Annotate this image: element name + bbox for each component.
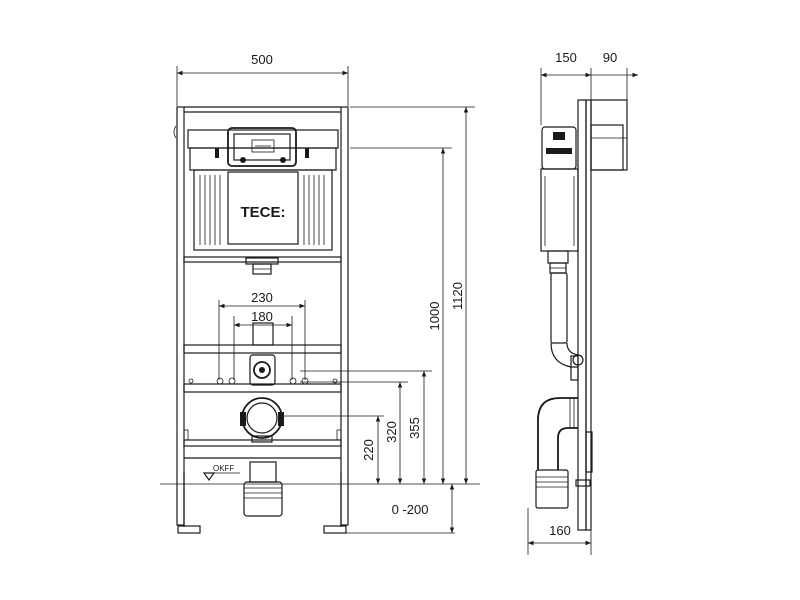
frame <box>173 106 349 534</box>
side-view: 150 90 <box>527 50 638 555</box>
floor-level: OKFF <box>160 464 480 485</box>
fixing-inner-label: 180 <box>251 309 273 324</box>
front-width-label: 500 <box>251 52 273 67</box>
drain-height-label: 220 <box>361 439 376 461</box>
brand-logo: TECE: <box>241 204 286 221</box>
flush-pipe <box>245 257 279 275</box>
drain-connection <box>240 397 284 443</box>
inlet-height-label: 355 <box>407 417 422 439</box>
bolt-height-label: 320 <box>384 421 399 443</box>
cistern: TECE: <box>187 127 339 251</box>
height-dimensions: 1120 1000 355 320 220 0 -200 <box>282 106 475 534</box>
front-view: 500 <box>160 52 480 534</box>
water-inlet <box>188 354 338 386</box>
foot-adjust-label: 0 -200 <box>392 502 429 517</box>
fixing-dimensions: 230 180 <box>218 290 306 380</box>
floor-label: OKFF <box>213 464 234 473</box>
side-depth-label: 150 <box>555 50 577 65</box>
fixing-outer-label: 230 <box>251 290 273 305</box>
actuator-height-label: 1000 <box>427 302 442 331</box>
side-extra-label: 90 <box>603 50 617 65</box>
side-bottom-label: 160 <box>549 523 571 538</box>
frame-height-label: 1120 <box>450 282 465 310</box>
drain-pipe <box>243 461 283 517</box>
